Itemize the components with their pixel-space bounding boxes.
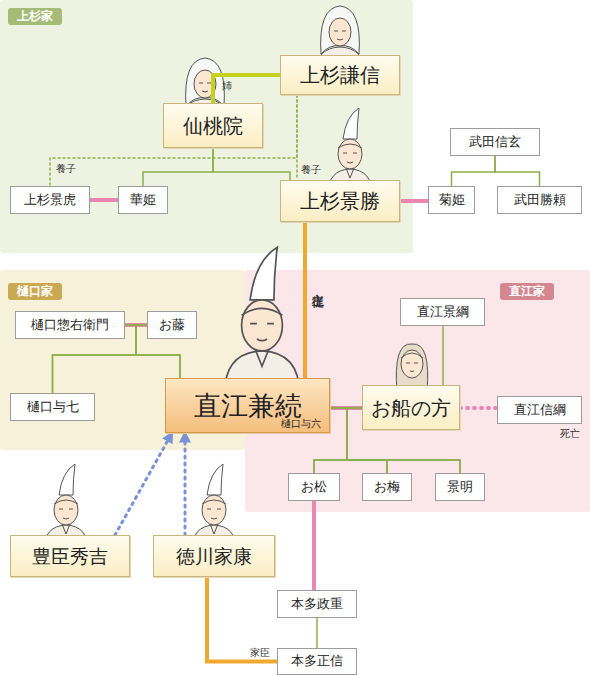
person-box: 華姫 bbox=[118, 186, 168, 214]
edge-label: 養子 bbox=[56, 162, 76, 176]
person-name: お藤 bbox=[159, 318, 185, 332]
edge-label: 家臣 bbox=[250, 646, 270, 660]
region-tab: 樋口家 bbox=[8, 283, 62, 300]
person-name: 本多政重 bbox=[291, 597, 343, 611]
person-box: 仙桃院 bbox=[163, 103, 263, 148]
edge-label: 主従 bbox=[309, 284, 326, 286]
person-box: 景明 bbox=[435, 473, 485, 501]
person-box: 菊姫 bbox=[428, 186, 475, 214]
person-name: 景明 bbox=[447, 480, 473, 494]
person-box: お藤 bbox=[147, 311, 197, 339]
region-tab: 直江家 bbox=[500, 283, 554, 300]
person-box: 豊臣秀吉 bbox=[10, 535, 130, 577]
person-name: 武田勝頼 bbox=[514, 193, 566, 207]
person-name: お梅 bbox=[374, 480, 400, 494]
person-box: 直江景綱 bbox=[400, 298, 485, 326]
person-name: 華姫 bbox=[130, 193, 156, 207]
person-box: 上杉景勝 bbox=[280, 180, 400, 222]
edge-label: 姉 bbox=[222, 79, 232, 93]
person-name: 直江信綱 bbox=[514, 403, 566, 417]
person-name: 上杉景虎 bbox=[24, 193, 76, 207]
person-box: 上杉景虎 bbox=[10, 186, 90, 214]
person-box: 本多政重 bbox=[277, 590, 357, 618]
person-box: お梅 bbox=[362, 473, 412, 501]
relation-line bbox=[495, 156, 540, 186]
person-box: 武田勝頼 bbox=[497, 186, 582, 214]
person-name: 直江兼続 bbox=[194, 391, 302, 421]
region-tab: 上杉家 bbox=[8, 8, 62, 25]
person-box: 樋口与七 bbox=[10, 393, 95, 421]
edge-label: 養子 bbox=[301, 163, 321, 177]
person-name: 上杉謙信 bbox=[300, 64, 380, 86]
person-name: 樋口惣右衛門 bbox=[31, 318, 109, 332]
person-box: 上杉謙信 bbox=[280, 55, 400, 95]
note-label: 死亡 bbox=[560, 427, 580, 441]
person-box: お船の方 bbox=[362, 385, 460, 430]
person-name: 本多正信 bbox=[291, 654, 343, 668]
person-name: 仙桃院 bbox=[183, 115, 243, 137]
alias-name: 樋口与六 bbox=[281, 418, 321, 429]
relation-line bbox=[316, 618, 318, 648]
person-box: 樋口惣右衛門 bbox=[15, 311, 125, 339]
person-name: お船の方 bbox=[371, 397, 451, 419]
person-box: 徳川家康 bbox=[153, 535, 275, 577]
person-name: 樋口与七 bbox=[27, 400, 79, 414]
person-name: 直江景綱 bbox=[417, 305, 469, 319]
person-box: 本多正信 bbox=[277, 648, 357, 675]
person-box: お松 bbox=[288, 473, 340, 501]
relation-line bbox=[452, 156, 496, 186]
person-name: 上杉景勝 bbox=[300, 190, 380, 212]
person-name: 菊姫 bbox=[439, 193, 465, 207]
main-person-box: 直江兼続樋口与六 bbox=[165, 378, 330, 433]
relation-line bbox=[312, 501, 316, 590]
person-box: 直江信綱 bbox=[497, 396, 582, 424]
relation-line bbox=[207, 577, 277, 662]
person-name: 武田信玄 bbox=[469, 135, 521, 149]
person-name: 徳川家康 bbox=[176, 546, 252, 567]
person-name: 豊臣秀吉 bbox=[32, 546, 108, 567]
person-box: 武田信玄 bbox=[450, 128, 540, 156]
person-name: お松 bbox=[301, 480, 327, 494]
